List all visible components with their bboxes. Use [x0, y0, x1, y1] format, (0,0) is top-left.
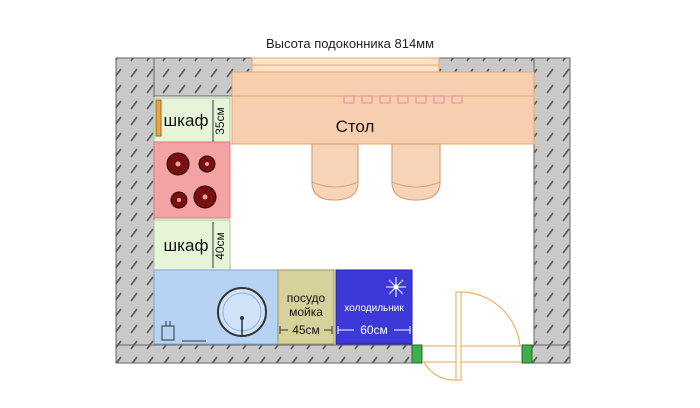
cabinet-top: шкаф 35см [153, 97, 231, 143]
dishwasher-label-line2: мойка [289, 305, 323, 319]
snowflake-icon [386, 277, 406, 297]
dishwasher-label-line1: посудо [287, 291, 326, 305]
cabinet-bottom: шкаф 40см [153, 219, 231, 271]
door-jamb-left [411, 344, 423, 364]
trash-bin-icon [161, 321, 175, 341]
wall-bottom-right [531, 344, 571, 364]
wall-bottom-left [115, 344, 413, 364]
cabinet-top-dimension: 35см [213, 107, 227, 135]
table-edge-ticks [343, 95, 463, 104]
door-jamb-right [521, 344, 533, 364]
cabinet-top-handle [155, 99, 162, 137]
wall-right [533, 57, 571, 364]
fridge-dimension: 60см [360, 323, 388, 337]
door-swing-arc-top [460, 291, 521, 347]
chair-right [391, 143, 441, 201]
dishwasher-dimension: 45см [292, 323, 320, 337]
chairs [311, 143, 441, 201]
sink-counter [153, 269, 279, 345]
door-leaf [455, 291, 462, 381]
door-swing-arc-bottom [423, 361, 457, 381]
table-label: Стол [336, 117, 375, 136]
page-title: Высота подоконника 814мм [265, 36, 435, 51]
fridge-label: холодильник [344, 303, 404, 314]
stove [153, 141, 231, 219]
chair-left [311, 143, 359, 201]
table [231, 71, 535, 145]
wall-left [115, 57, 155, 364]
dishwasher: посудо мойка 45см [277, 269, 335, 345]
cabinet-bottom-label: шкаф [164, 236, 209, 255]
fridge: холодильник 60см [335, 269, 413, 345]
cabinet-top-label: шкаф [164, 111, 209, 130]
cabinet-bottom-dimension: 40см [213, 232, 227, 260]
door [411, 291, 533, 381]
window-table-group: Стол [231, 57, 535, 145]
